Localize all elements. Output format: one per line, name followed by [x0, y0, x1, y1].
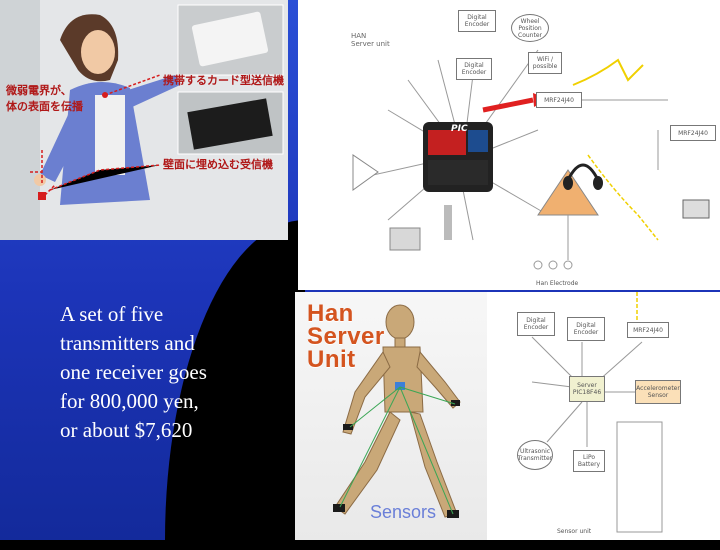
- ultrasonic-node: Ultrasonic Transmitter: [517, 440, 553, 470]
- caption-line-5: or about $7,620: [60, 418, 193, 442]
- wifi-box: WiFi / possible: [528, 52, 562, 74]
- sensors-label: Sensors: [370, 502, 437, 522]
- han-title-line3: Unit: [307, 346, 356, 373]
- han-title-line1: Han: [307, 300, 354, 327]
- photo-illustration: [0, 0, 288, 240]
- digital-encoder-box: Digital Encoder: [458, 10, 496, 32]
- jp-wall-receiver-label: 壁面に埋め込む受信機: [163, 158, 273, 171]
- accelerometer-box: Accelerometer Sensor: [635, 380, 681, 404]
- mannequin-photo: Han Server Unit Sensors: [295, 292, 487, 540]
- slide-caption: A set of five transmitters and one recei…: [60, 300, 250, 445]
- mannequin-figure: [333, 304, 461, 518]
- jp-caption-left: 微弱電界が、 体の表面を伝播: [6, 83, 83, 115]
- han-server-diagram: HAN Server unit Digital Encoder Wheel Po…: [298, 0, 720, 290]
- diagram-connections: [352, 49, 710, 270]
- digital-encoder-2-box: Digital Encoder: [456, 58, 492, 80]
- caption-line-3: one receiver goes: [60, 360, 207, 384]
- han-title-line2: Server: [307, 323, 385, 350]
- mrf-right-box: MRF24J40: [670, 125, 716, 141]
- wheel-counter-node: Wheel Position Counter: [511, 14, 549, 42]
- server-pic-box: Server PIC18F46: [569, 376, 605, 402]
- diagram-title-line2: Server unit: [351, 40, 390, 48]
- mrf-sensor-box: MRF24J40: [627, 322, 669, 338]
- digital-encoder-b-box: Digital Encoder: [567, 317, 605, 341]
- caption-line-4: for 800,000 yen,: [60, 389, 199, 413]
- diagram-title-line1: HAN: [351, 32, 367, 40]
- mrf-box: MRF24J40: [536, 92, 582, 108]
- sensor-unit-footer: Sensor unit: [557, 528, 592, 535]
- pic-label: PIC: [451, 124, 468, 134]
- jp-card-transmitter-label: 携帯するカード型送信機: [163, 74, 284, 87]
- diagram-title: HAN Server unit: [351, 32, 390, 48]
- digital-encoder-a-box: Digital Encoder: [517, 312, 555, 336]
- han-electrode-label: Han Electrode: [536, 280, 579, 287]
- caption-line-1: A set of five: [60, 302, 164, 326]
- han-server-unit-title: Han Server Unit: [307, 300, 385, 373]
- caption-line-2: transmitters and: [60, 331, 195, 355]
- jp-caption-left-line2: 体の表面を伝播: [6, 100, 83, 113]
- jp-caption-left-line1: 微弱電界が、: [6, 84, 72, 97]
- battery-box: LiPo Battery: [573, 450, 605, 472]
- ntt-device-photo: 微弱電界が、 体の表面を伝播 携帯するカード型送信機 壁面に埋め込む受信機: [0, 0, 288, 240]
- sensor-unit-diagram: Digital Encoder Digital Encoder MRF24J40…: [487, 292, 720, 540]
